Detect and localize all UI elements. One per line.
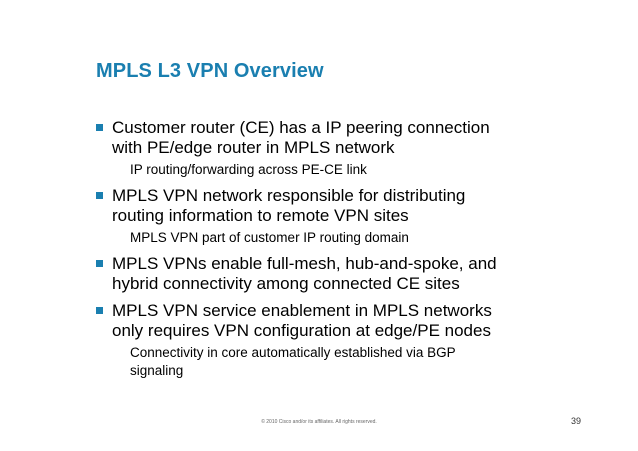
bullet-line: with PE/edge router in MPLS network (112, 138, 395, 157)
bullet-line: MPLS VPNs enable full-mesh, hub-and-spok… (112, 254, 497, 273)
square-bullet-icon (96, 260, 103, 267)
copyright-footer: © 2010 Cisco and/or its affiliates. All … (261, 419, 377, 425)
sub-bullet: Connectivity in core automatically estab… (96, 344, 556, 380)
square-bullet-icon (96, 192, 103, 199)
bullet-line: only requires VPN configuration at edge/… (112, 321, 491, 340)
bullet-item: MPLS VPN service enablement in MPLS netw… (96, 301, 556, 341)
sub-bullet-line: Connectivity in core automatically estab… (130, 345, 456, 360)
bullet-line: hybrid connectivity among connected CE s… (112, 274, 460, 293)
bullet-item: MPLS VPN network responsible for distrib… (96, 186, 556, 226)
bullet-line: MPLS VPN service enablement in MPLS netw… (112, 301, 492, 320)
slide-title: MPLS L3 VPN Overview (96, 60, 324, 82)
bullet-item: Customer router (CE) has a IP peering co… (96, 118, 556, 158)
sub-bullet: IP routing/forwarding across PE-CE link (130, 162, 367, 177)
sub-bullet: MPLS VPN part of customer IP routing dom… (130, 230, 409, 245)
bullet-line: routing information to remote VPN sites (112, 206, 409, 225)
sub-bullet-line: signaling (130, 363, 184, 378)
bullet-item: MPLS VPNs enable full-mesh, hub-and-spok… (96, 254, 556, 294)
page-number: 39 (570, 416, 581, 426)
bullet-list: Customer router (CE) has a IP peering co… (96, 118, 556, 380)
bullet-line: Customer router (CE) has a IP peering co… (112, 118, 490, 137)
square-bullet-icon (96, 307, 103, 314)
bullet-line: MPLS VPN network responsible for distrib… (112, 186, 466, 205)
square-bullet-icon (96, 124, 103, 131)
